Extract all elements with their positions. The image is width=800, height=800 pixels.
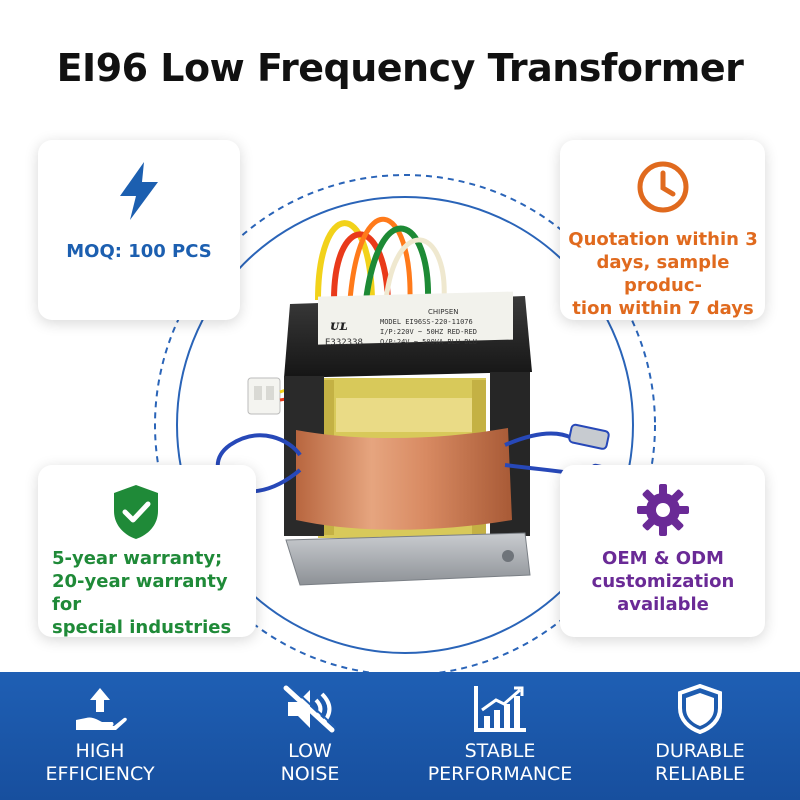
feature-durable-reliable: DURABLE RELIABLE bbox=[600, 672, 800, 800]
label-brand: CHIPSEN bbox=[428, 308, 459, 316]
feature-label-line2: EFFICIENCY bbox=[45, 763, 155, 785]
outer-dashed-ring bbox=[154, 174, 656, 676]
oem-text: OEM & ODM customization available bbox=[591, 548, 735, 615]
label-input: I/P:220V ~ 50HZ RED-RED bbox=[380, 328, 477, 336]
feature-low-noise: LOW NOISE bbox=[210, 672, 410, 800]
feature-bar: HIGH EFFICIENCY LOW NOISE bbox=[0, 672, 800, 800]
connector bbox=[247, 377, 281, 415]
warranty-text: 5-year warranty; 20-year warranty for sp… bbox=[52, 548, 232, 638]
mounting-plate bbox=[285, 532, 531, 586]
spec-label bbox=[318, 291, 513, 345]
page-title: EI96 Low Frequency Transformer bbox=[56, 46, 744, 90]
terminal-1 bbox=[568, 423, 610, 450]
feature-high-efficiency: HIGH EFFICIENCY bbox=[0, 672, 200, 800]
moq-card: MOQ: 100 PCS bbox=[38, 140, 240, 320]
copper-band bbox=[296, 428, 512, 530]
feature-stable-performance: STABLE PERFORMANCE bbox=[400, 672, 600, 800]
quotation-text: Quotation within 3 days, sample produc- … bbox=[568, 229, 758, 319]
shield-check-icon bbox=[110, 483, 162, 545]
moq-text: MOQ: 100 PCS bbox=[66, 241, 212, 262]
quotation-card: Quotation within 3 days, sample produc- … bbox=[560, 140, 765, 320]
bar-chart-icon bbox=[472, 684, 528, 738]
shield-icon bbox=[672, 683, 728, 738]
warranty-card: 5-year warranty; 20-year warranty for sp… bbox=[38, 465, 256, 638]
gear-icon bbox=[636, 483, 690, 541]
label-cert-number: E332338 bbox=[325, 338, 363, 348]
lightning-icon bbox=[114, 160, 164, 226]
label-model: MODEL EI96SS-220-11076 bbox=[380, 318, 473, 326]
label-output: O/P:24V ~ 500VA BLU-BLU bbox=[380, 338, 477, 346]
feature-label-line1: STABLE bbox=[464, 740, 536, 762]
hand-upload-icon bbox=[72, 684, 128, 738]
feature-label-line1: LOW bbox=[288, 740, 332, 762]
feature-label-line2: PERFORMANCE bbox=[427, 763, 573, 785]
feature-label-line2: NOISE bbox=[280, 763, 340, 785]
inner-ring bbox=[176, 196, 634, 654]
speaker-mute-icon bbox=[282, 684, 338, 738]
feature-label-line1: HIGH bbox=[75, 740, 125, 762]
ul-mark: ᴜʟ bbox=[330, 318, 348, 334]
transformer-illustration bbox=[154, 174, 656, 676]
feature-label-line1: DURABLE bbox=[655, 740, 745, 762]
clock-icon bbox=[636, 160, 690, 218]
oem-card: OEM & ODM customization available bbox=[560, 465, 765, 637]
feature-label-line2: RELIABLE bbox=[654, 763, 746, 785]
